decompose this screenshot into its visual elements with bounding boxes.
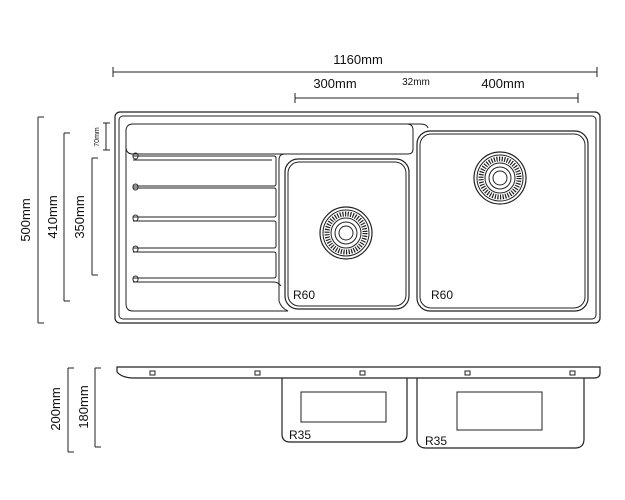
sink-rim — [116, 366, 601, 379]
overall-width-dimension: 1160mm — [112, 52, 598, 77]
large-bowl-panel — [456, 391, 543, 431]
overall-depth-label: 500mm — [18, 198, 33, 241]
depth-410-label: 410mm — [45, 195, 60, 238]
overall-width-label: 1160mm — [333, 52, 383, 67]
large-bowl-profile — [416, 378, 585, 449]
sink-side-view: R35 R35 — [116, 366, 601, 449]
small-bowl-radius-label: R60 — [293, 288, 315, 302]
large-bowl-side-radius-label: R35 — [425, 434, 447, 448]
small-bowl-width-label: 300mm — [313, 76, 356, 91]
depth-350-dimension: 350mm — [72, 157, 98, 276]
depth-350-label: 350mm — [72, 195, 87, 238]
bowl-height-label: 180mm — [76, 385, 91, 428]
small-bowl-drain-icon — [319, 206, 373, 260]
large-bowl-radius-label: R60 — [431, 288, 453, 302]
small-bowl — [284, 158, 410, 310]
sink-inner-edge — [118, 115, 597, 320]
large-bowl — [416, 130, 589, 312]
large-bowl-width-label: 400mm — [481, 76, 524, 91]
bowl-width-dimensions: 300mm 32mm 400mm — [294, 76, 579, 103]
overall-height-label: 200mm — [48, 387, 63, 430]
depth-410-dimension: 410mm — [45, 132, 70, 302]
sink-top-view: R60 R60 — [114, 111, 601, 324]
bowl-gap-label: 32mm — [402, 77, 430, 88]
small-bowl-profile — [281, 378, 408, 443]
small-bowl-side-radius-label: R35 — [289, 428, 311, 442]
sink-outer-edge — [114, 111, 601, 324]
overall-depth-dimension: 500mm — [18, 116, 44, 324]
large-bowl-drain-icon — [473, 151, 527, 205]
overall-height-dimension: 200mm — [48, 367, 74, 453]
drainer-grooves — [132, 152, 282, 287]
flange-depth-label: 70mm — [94, 127, 101, 147]
flange-depth-dimension: 70mm — [94, 122, 110, 151]
bowl-height-dimension: 180mm — [76, 367, 101, 448]
small-bowl-panel — [300, 391, 387, 423]
